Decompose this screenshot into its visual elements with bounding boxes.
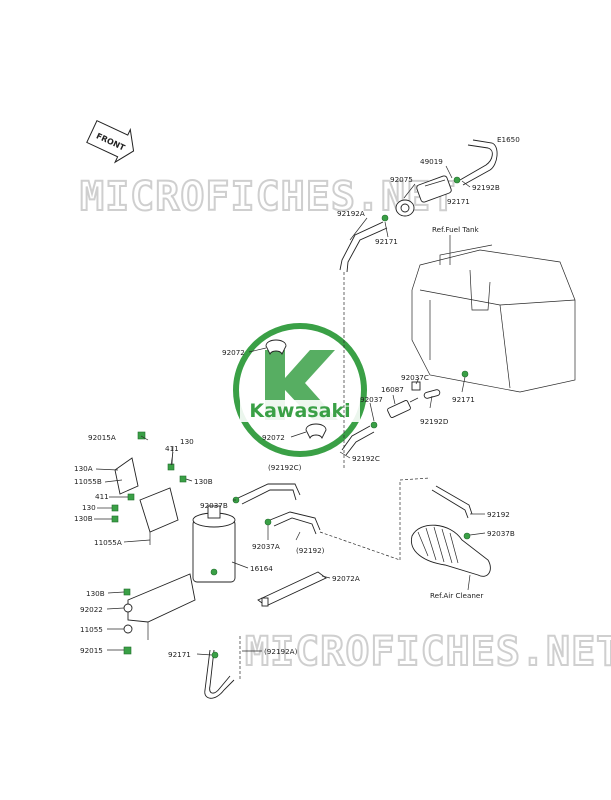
label-92072-top: 92072 [222,348,245,357]
watermark-top: MICROFICHES.NET [80,174,456,220]
label-92192B: 92192B [472,183,500,192]
label-92192A: 92192A [337,209,365,218]
strap-92072A [257,571,327,607]
bolt-411-b [127,493,135,501]
kawasaki-logo: Kawasaki [233,323,367,457]
clamp-92037 [370,421,378,429]
label-411-b: 411 [95,492,109,501]
hose-92192B [459,144,493,181]
label-92037B-left: 92037B [200,501,228,510]
label-11055B: 11055B [74,477,102,486]
label-92037A: 92037A [252,542,280,551]
bolt-130-b [111,504,119,512]
label-92192: 92192 [487,510,510,519]
label-92171-mid: 92171 [375,237,398,246]
fitting-92037C [411,381,421,391]
label-92171-top: 92171 [447,197,470,206]
label-92022: 92022 [80,605,103,614]
collar-11055 [123,624,133,634]
clamp-92072-top [265,339,287,356]
bracket-11055B [114,457,139,495]
bolt-130B-c [123,588,131,596]
label-16087: 16087 [381,385,404,394]
label-92171-bottom: 92171 [168,650,191,659]
clamp-92037A [264,518,272,526]
label-92037C: 92037C [401,373,429,382]
bolt-92015A [137,431,146,440]
label-92072A: 92072A [332,574,360,583]
bracket-11055 [127,573,196,640]
label-11055: 11055 [80,625,103,634]
clamp-92171-mid [381,214,389,222]
bracket-11055A [139,487,179,545]
label-92192C: 92192C [352,454,380,463]
bolt-130B-a [179,475,187,483]
bolt-130B-b [111,515,119,523]
fuel-filter-49019 [416,175,452,203]
diagram-code: E1650 [497,135,520,144]
label-92171-right: 92171 [452,395,475,404]
fuel-tank-outline [411,244,576,393]
fuel-pump-92075 [395,199,415,217]
label-92192A-paren: (92192A) [264,647,298,656]
label-92015: 92015 [80,646,103,655]
clamp-92037B-right [463,532,471,540]
label-92037: 92037 [360,395,383,404]
label-411-a: 411 [165,444,179,453]
label-130-a: 130 [180,437,194,446]
label-92075: 92075 [390,175,413,184]
nut-92015 [123,646,132,655]
front-arrow-icon: FRONT [86,120,135,164]
clamp-92171-right [461,370,469,378]
kawasaki-logo-text: Kawasaki [249,400,350,422]
watermark-bottom: MICROFICHES.NET [245,629,611,675]
label-92192-paren: (92192) [296,546,325,555]
label-130A: 130A [74,464,93,473]
label-16164: 16164 [250,564,273,573]
label-92037B-right: 92037B [487,529,515,538]
label-92015A: 92015A [88,433,116,442]
label-130-b: 130 [82,503,96,512]
ref-air-cleaner-label: Ref.Air Cleaner [430,591,483,600]
label-130B-c: 130B [86,589,105,598]
air-cleaner-duct [411,524,491,577]
label-11055A: 11055A [94,538,122,547]
label-49019: 49019 [420,157,443,166]
label-92192D: 92192D [420,417,449,426]
clamp-92072-mid [305,423,327,440]
canister-16164 [192,505,236,583]
label-92072-mid: 92072 [262,433,285,442]
ref-fuel-tank-label: Ref.Fuel Tank [432,225,480,234]
clamp-92171-bottom [211,651,219,659]
hose-92192D [423,389,441,399]
label-130B-b: 130B [74,514,93,523]
label-130B-a: 130B [194,477,213,486]
valve-16087 [387,397,419,418]
washer-92022 [123,603,133,613]
label-92192C-paren: (92192C) [268,463,302,472]
clamp-92171-top [453,176,461,184]
